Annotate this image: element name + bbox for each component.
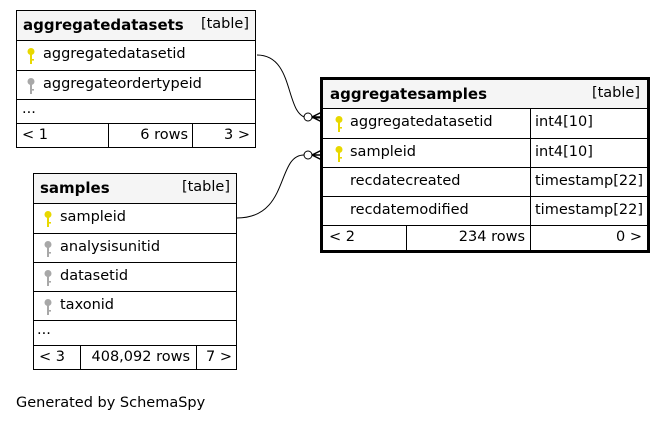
table-footer: < 1 6 rows 3 > xyxy=(17,124,255,147)
generated-by-note: Generated by SchemaSpy xyxy=(16,395,206,411)
column-type: int4[10] xyxy=(535,114,593,130)
column-row[interactable]: datasetid xyxy=(34,263,236,292)
table-name: aggregatesamples xyxy=(330,85,488,103)
ellipsis-text: ... xyxy=(22,101,36,117)
edge-zero-marker xyxy=(303,112,313,122)
edge-aggregatedatasets-to-aggregatesamples xyxy=(256,54,320,119)
table-name: samples xyxy=(40,179,110,197)
table-samples[interactable]: samples [table] sampleid analysisunitid … xyxy=(33,173,237,370)
more-columns-ellipsis: ... xyxy=(34,321,236,346)
column-row[interactable]: analysisunitid xyxy=(34,234,236,263)
table-kind: [table] xyxy=(181,179,230,195)
row-count: 408,092 rows xyxy=(91,349,191,365)
column-row[interactable]: recdatecreated timestamp[22] xyxy=(323,168,647,197)
column-name: sampleid xyxy=(350,144,416,160)
foreign-key-icon xyxy=(44,270,52,286)
column-row[interactable]: aggregatedatasetid int4[10] xyxy=(323,109,647,139)
primary-key-icon xyxy=(335,146,343,162)
parents-link[interactable]: < 1 xyxy=(22,127,48,143)
column-name: sampleid xyxy=(60,209,126,225)
foreign-key-icon xyxy=(44,241,52,257)
row-count: 234 rows xyxy=(458,229,525,245)
table-aggregatedatasets[interactable]: aggregatedatasets [table] aggregatedatas… xyxy=(16,10,256,148)
edge-zero-marker xyxy=(303,150,313,160)
column-name: recdatecreated xyxy=(350,173,461,189)
column-row[interactable]: taxonid xyxy=(34,292,236,321)
table-aggregatesamples[interactable]: aggregatesamples [table] aggregatedatase… xyxy=(320,77,650,253)
column-type: int4[10] xyxy=(535,144,593,160)
parents-link[interactable]: < 2 xyxy=(329,229,355,245)
children-link[interactable]: 3 > xyxy=(224,127,250,143)
parents-link[interactable]: < 3 xyxy=(39,349,65,365)
column-type: timestamp[22] xyxy=(535,173,643,189)
primary-key-icon xyxy=(44,211,52,227)
column-name: aggregateordertypeid xyxy=(43,76,202,92)
table-header: samples [table] xyxy=(34,174,236,204)
more-columns-ellipsis: ... xyxy=(17,100,255,124)
table-kind: [table] xyxy=(591,85,640,101)
column-row[interactable]: recdatemodified timestamp[22] xyxy=(323,197,647,226)
column-row[interactable]: sampleid int4[10] xyxy=(323,139,647,168)
column-name: aggregatedatasetid xyxy=(43,46,186,62)
column-row[interactable]: aggregateordertypeid xyxy=(17,71,255,100)
primary-key-icon xyxy=(27,48,35,64)
primary-key-icon xyxy=(335,116,343,132)
edge-samples-to-aggregatesamples xyxy=(236,154,320,219)
column-name: recdatemodified xyxy=(350,202,469,218)
table-header: aggregatesamples [table] xyxy=(323,80,647,109)
column-name: datasetid xyxy=(60,268,129,284)
foreign-key-icon xyxy=(27,78,35,94)
column-name: aggregatedatasetid xyxy=(350,114,493,130)
column-name: analysisunitid xyxy=(60,239,161,255)
foreign-key-icon xyxy=(44,299,52,315)
children-link[interactable]: 0 > xyxy=(616,229,642,245)
table-footer: < 3 408,092 rows 7 > xyxy=(34,346,236,369)
table-header: aggregatedatasets [table] xyxy=(17,11,255,41)
column-type: timestamp[22] xyxy=(535,202,643,218)
table-kind: [table] xyxy=(200,16,249,32)
table-footer: < 2 234 rows 0 > xyxy=(323,226,647,250)
children-link[interactable]: 7 > xyxy=(206,349,232,365)
column-name: taxonid xyxy=(60,297,114,313)
row-count: 6 rows xyxy=(140,127,188,143)
column-row[interactable]: sampleid xyxy=(34,204,236,234)
column-row[interactable]: aggregatedatasetid xyxy=(17,41,255,71)
ellipsis-text: ... xyxy=(37,322,51,338)
table-name: aggregatedatasets xyxy=(23,16,184,34)
